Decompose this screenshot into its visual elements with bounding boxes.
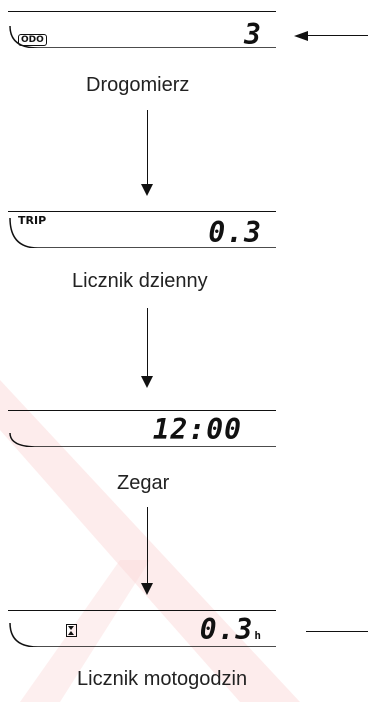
screen-outline bbox=[9, 25, 276, 48]
caption-hour-meter: Licznik motogodzin bbox=[77, 668, 248, 690]
hour-meter-number: 0.3 bbox=[199, 613, 254, 646]
down-arrowhead-icon bbox=[141, 583, 153, 595]
hourglass-icon bbox=[66, 624, 77, 637]
odo-tag: ODO bbox=[18, 34, 47, 46]
lcd-screen: ODO 3 bbox=[8, 11, 276, 51]
lcd-screen: 0.3h bbox=[8, 610, 276, 647]
flow-line-1 bbox=[147, 110, 148, 186]
screen-outline bbox=[9, 217, 276, 248]
return-line bbox=[306, 631, 368, 632]
trip-value: 0.3 bbox=[208, 216, 262, 249]
clock-value: 12:00 bbox=[152, 413, 242, 446]
caption-odometer: Drogomierz bbox=[86, 74, 190, 96]
flow-line-3 bbox=[147, 507, 148, 585]
caption-clock: Zegar bbox=[117, 472, 170, 494]
flow-line-2 bbox=[147, 308, 148, 378]
lcd-screen: 12:00 bbox=[8, 410, 276, 447]
caption-trip: Licznik dzienny bbox=[72, 270, 208, 292]
odometer-value: 3 bbox=[244, 18, 262, 51]
hour-unit: h bbox=[254, 629, 262, 642]
left-arrowhead-icon bbox=[294, 31, 308, 41]
down-arrowhead-icon bbox=[141, 184, 153, 196]
down-arrowhead-icon bbox=[141, 376, 153, 388]
lcd-screen: TRIP 0.3 bbox=[8, 211, 276, 249]
entry-line bbox=[306, 35, 368, 36]
trip-tag: TRIP bbox=[18, 214, 47, 227]
hour-meter-value: 0.3h bbox=[200, 613, 262, 646]
